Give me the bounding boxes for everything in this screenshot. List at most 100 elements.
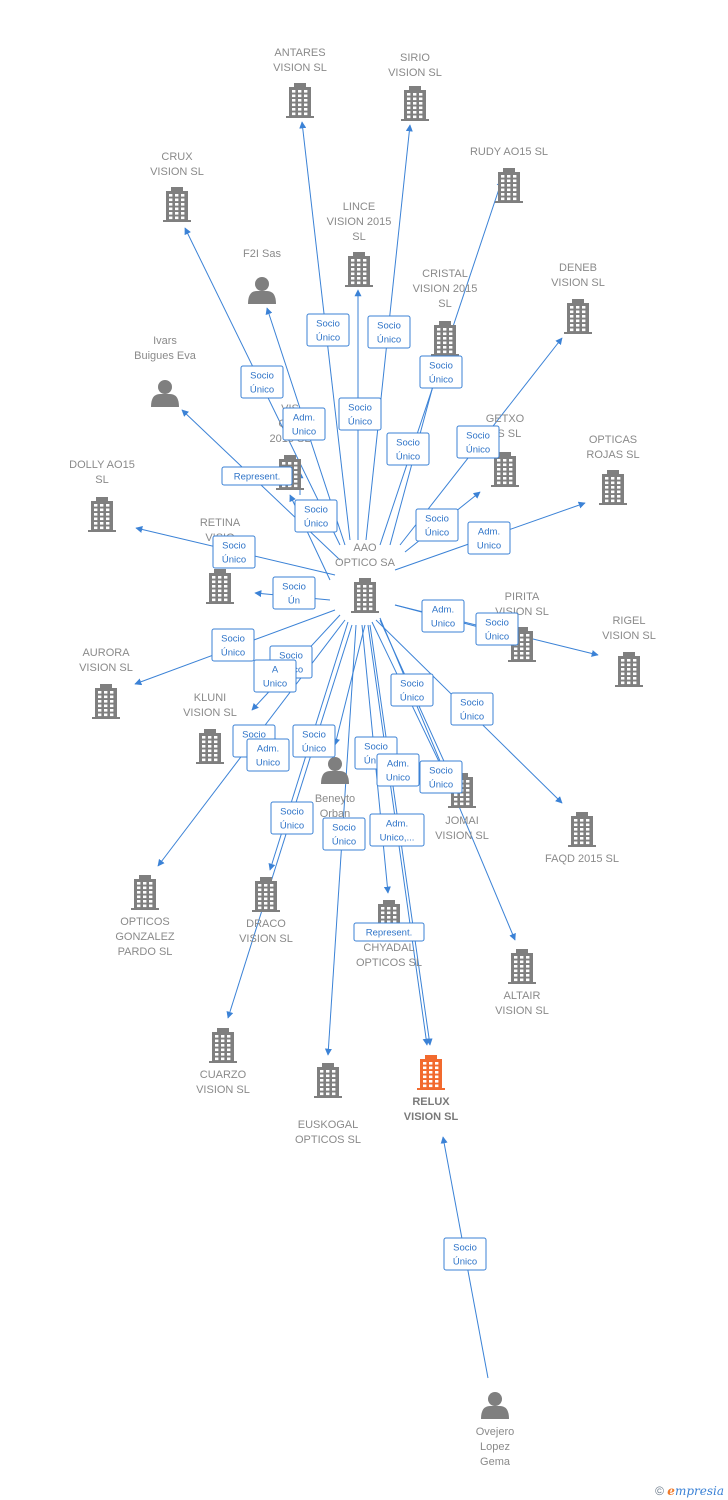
node-label: VISION SL: [551, 277, 605, 289]
node-label: SL: [95, 474, 108, 486]
node-label: OPTICOS SL: [356, 957, 422, 969]
relation-text: Único: [348, 417, 372, 428]
node-label: F2I Sas: [243, 248, 281, 260]
building-icon: [417, 1055, 445, 1090]
relation-label[interactable]: Represent.: [353, 922, 425, 942]
node-label: Ivars: [153, 335, 177, 347]
building-icon: [431, 321, 459, 356]
footer-brand[interactable]: © empresia: [655, 1484, 724, 1498]
node-faqd[interactable]: FAQD 2015 SL: [545, 812, 619, 865]
node-label: ANTARES: [274, 47, 325, 59]
relation-text: Único: [316, 333, 340, 344]
node-f2i[interactable]: F2I Sas: [243, 248, 281, 304]
building-icon: [206, 569, 234, 604]
relation-text: Único: [221, 648, 245, 659]
relation-text: Único: [429, 375, 453, 386]
relation-label-box: [270, 801, 314, 835]
node-retina[interactable]: RETINAVISIO: [200, 517, 241, 604]
node-label: RIGEL: [612, 615, 645, 627]
building-icon: [345, 252, 373, 287]
relation-label[interactable]: Adm.Unico: [246, 738, 290, 772]
relation-label[interactable]: Adm.Unico: [282, 407, 326, 441]
building-icon: [599, 470, 627, 505]
relation-label-box: [338, 397, 382, 431]
node-label: DOLLY AO15: [69, 459, 135, 471]
node-label: PIRITA: [505, 591, 540, 603]
relation-text: Adm.: [478, 527, 500, 538]
node-label: KLUNI: [194, 692, 226, 704]
relation-label-box: [390, 673, 434, 707]
relation-label-box: [421, 599, 465, 633]
relation-text: Socio: [429, 361, 453, 372]
relation-edge: [333, 624, 366, 746]
relation-label[interactable]: Adm. Unico: [376, 753, 420, 787]
node-label: GONZALEZ: [115, 931, 175, 943]
building-icon: [495, 168, 523, 203]
relation-label[interactable]: Represent.: [221, 466, 293, 486]
node-rudy[interactable]: RUDY AO15 SL: [470, 146, 548, 203]
relation-label-box: [376, 753, 420, 787]
relation-label[interactable]: Adm.Unico: [421, 599, 465, 633]
relation-text: Socio: [466, 431, 490, 442]
relation-label-box: [475, 612, 519, 646]
relation-label[interactable]: Adm.Unico: [467, 521, 511, 555]
relation-text: Unico: [263, 679, 287, 690]
relation-text: Adm.: [387, 759, 409, 770]
relation-text: Socio: [364, 742, 388, 753]
building-icon: [131, 875, 159, 910]
node-beneyto[interactable]: BeneytoOrband: [315, 757, 355, 835]
relation-text: Unico: [386, 773, 410, 784]
building-icon: [491, 452, 519, 487]
node-label: VISION SL: [404, 1111, 459, 1123]
node-label: VISION 2015: [327, 216, 392, 228]
relation-label[interactable]: Adm.Unico,...: [369, 813, 425, 847]
node-label: EUSKOGAL: [298, 1119, 359, 1131]
node-label: VISION 2015: [413, 283, 478, 295]
person-icon: [248, 277, 276, 304]
building-icon: [88, 497, 116, 532]
relation-label-box: [272, 576, 316, 610]
